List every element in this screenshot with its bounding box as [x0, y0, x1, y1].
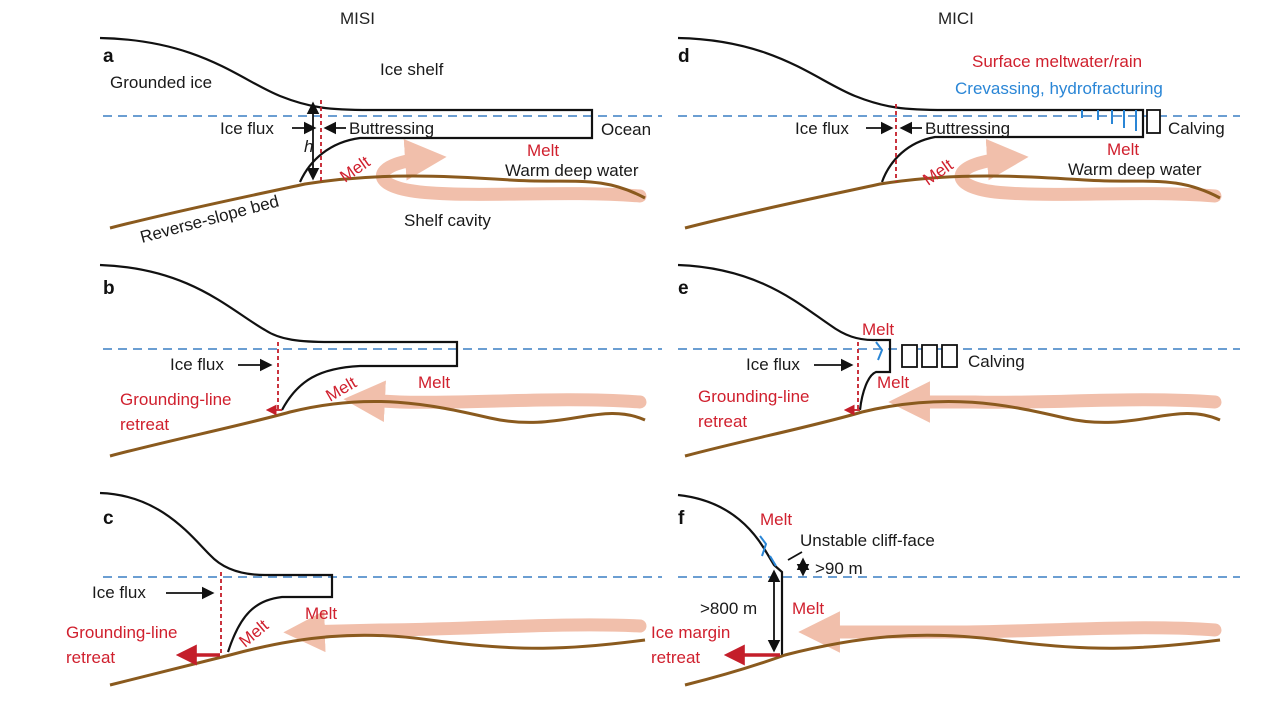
- reverse-slope-bed-label: Reverse-slope bed: [138, 192, 281, 247]
- panel-a: a Grounded ice Ice shelf Ice flux Buttre…: [99, 36, 662, 247]
- ice-sheet-outline: [677, 36, 1145, 183]
- melt-label-face: Melt: [792, 599, 824, 618]
- ice-sheet-outline: [99, 263, 459, 411]
- crevasse-mark: [875, 341, 884, 361]
- thickness-label: h: [304, 137, 313, 156]
- grounding-line-label: Grounding-line: [66, 623, 178, 642]
- unstable-cliff-label: Unstable cliff-face: [800, 531, 935, 550]
- retreat-label: retreat: [120, 415, 169, 434]
- retreat-label: retreat: [698, 412, 747, 431]
- calving-icebergs: [901, 344, 958, 368]
- calving-iceberg: [1146, 109, 1161, 134]
- bed-profile: [684, 633, 1221, 687]
- surface-meltwater-label: Surface meltwater/rain: [972, 52, 1142, 71]
- crevassing-label: Crevassing, hydrofracturing: [955, 79, 1163, 98]
- ice-sheet-outline: [99, 491, 334, 653]
- panel-f: f Melt Unstable cliff-face >90 m >800 m …: [651, 493, 1240, 687]
- ocean-label: Ocean: [601, 120, 651, 139]
- retreat-label: retreat: [651, 648, 700, 667]
- melt-label-top: Melt: [862, 320, 894, 339]
- panel-b-letter: b: [103, 278, 115, 299]
- melt-label-front: Melt: [418, 373, 450, 392]
- panel-a-letter: a: [103, 46, 114, 67]
- melt-label-base: Melt: [877, 373, 909, 392]
- grounding-line-label: Grounding-line: [698, 387, 810, 406]
- panel-b: b Ice flux Melt Melt Grounding-line retr…: [99, 263, 662, 458]
- grounded-ice-label: Grounded ice: [110, 73, 212, 92]
- calving-label: Calving: [1168, 119, 1225, 138]
- warm-deep-water-label: Warm deep water: [1068, 160, 1202, 179]
- crevasses: [1081, 110, 1137, 131]
- bed-profile: [684, 174, 1221, 230]
- warm-water-arrow: [798, 611, 1222, 653]
- warm-water-arrow: [343, 380, 647, 423]
- crevasse-mark: [759, 535, 777, 567]
- melt-label-base: Melt: [919, 155, 956, 189]
- ice-flux-label: Ice flux: [220, 119, 274, 138]
- ice-flux-label: Ice flux: [746, 355, 800, 374]
- freeboard-height-label: >90 m: [815, 559, 863, 578]
- melt-label-top: Melt: [760, 510, 792, 529]
- bed-profile: [109, 399, 646, 458]
- melt-label-shelf: Melt: [1107, 140, 1139, 159]
- bed-profile: [684, 399, 1221, 458]
- ice-sheet-outline: [677, 263, 892, 411]
- mici-title: MICI: [938, 9, 974, 28]
- ice-margin-label: Ice margin: [651, 623, 730, 642]
- warm-water-arrow: [954, 138, 1222, 203]
- ice-flux-label: Ice flux: [795, 119, 849, 138]
- ice-sheet-outline: [677, 493, 784, 655]
- ice-flux-label: Ice flux: [170, 355, 224, 374]
- melt-label-shelf: Melt: [527, 141, 559, 160]
- buttressing-label: Buttressing: [925, 119, 1010, 138]
- grounding-line-label: Grounding-line: [120, 390, 232, 409]
- cliff-depth-label: >800 m: [700, 599, 757, 618]
- warm-water-arrow: [888, 381, 1222, 423]
- warm-deep-water-label: Warm deep water: [505, 161, 639, 180]
- panel-c: c Ice flux Melt Melt Grounding-line retr…: [66, 491, 662, 687]
- melt-label-base: Melt: [336, 152, 373, 186]
- panel-d-letter: d: [678, 46, 690, 67]
- panel-f-letter: f: [678, 508, 685, 529]
- misi-title: MISI: [340, 9, 375, 28]
- panel-e-letter: e: [678, 278, 689, 299]
- panel-e: e Melt Ice flux Calving Melt Grounding-l…: [677, 263, 1240, 458]
- melt-label-front: Melt: [305, 604, 337, 623]
- warm-water-arrow: [376, 138, 647, 203]
- bed-profile: [109, 174, 646, 230]
- ice-shelf-label: Ice shelf: [380, 60, 444, 79]
- bed-profile: [109, 633, 646, 687]
- panel-c-letter: c: [103, 508, 114, 529]
- shelf-cavity-label: Shelf cavity: [404, 211, 491, 230]
- retreat-label: retreat: [66, 648, 115, 667]
- panel-d: d Surface meltwater/rain Crevassing, hyd…: [677, 36, 1240, 230]
- buttressing-label: Buttressing: [349, 119, 434, 138]
- warm-water-arrow: [283, 610, 647, 653]
- cliff-pointer: [787, 551, 803, 561]
- calving-label: Calving: [968, 352, 1025, 371]
- ice-flux-label: Ice flux: [92, 583, 146, 602]
